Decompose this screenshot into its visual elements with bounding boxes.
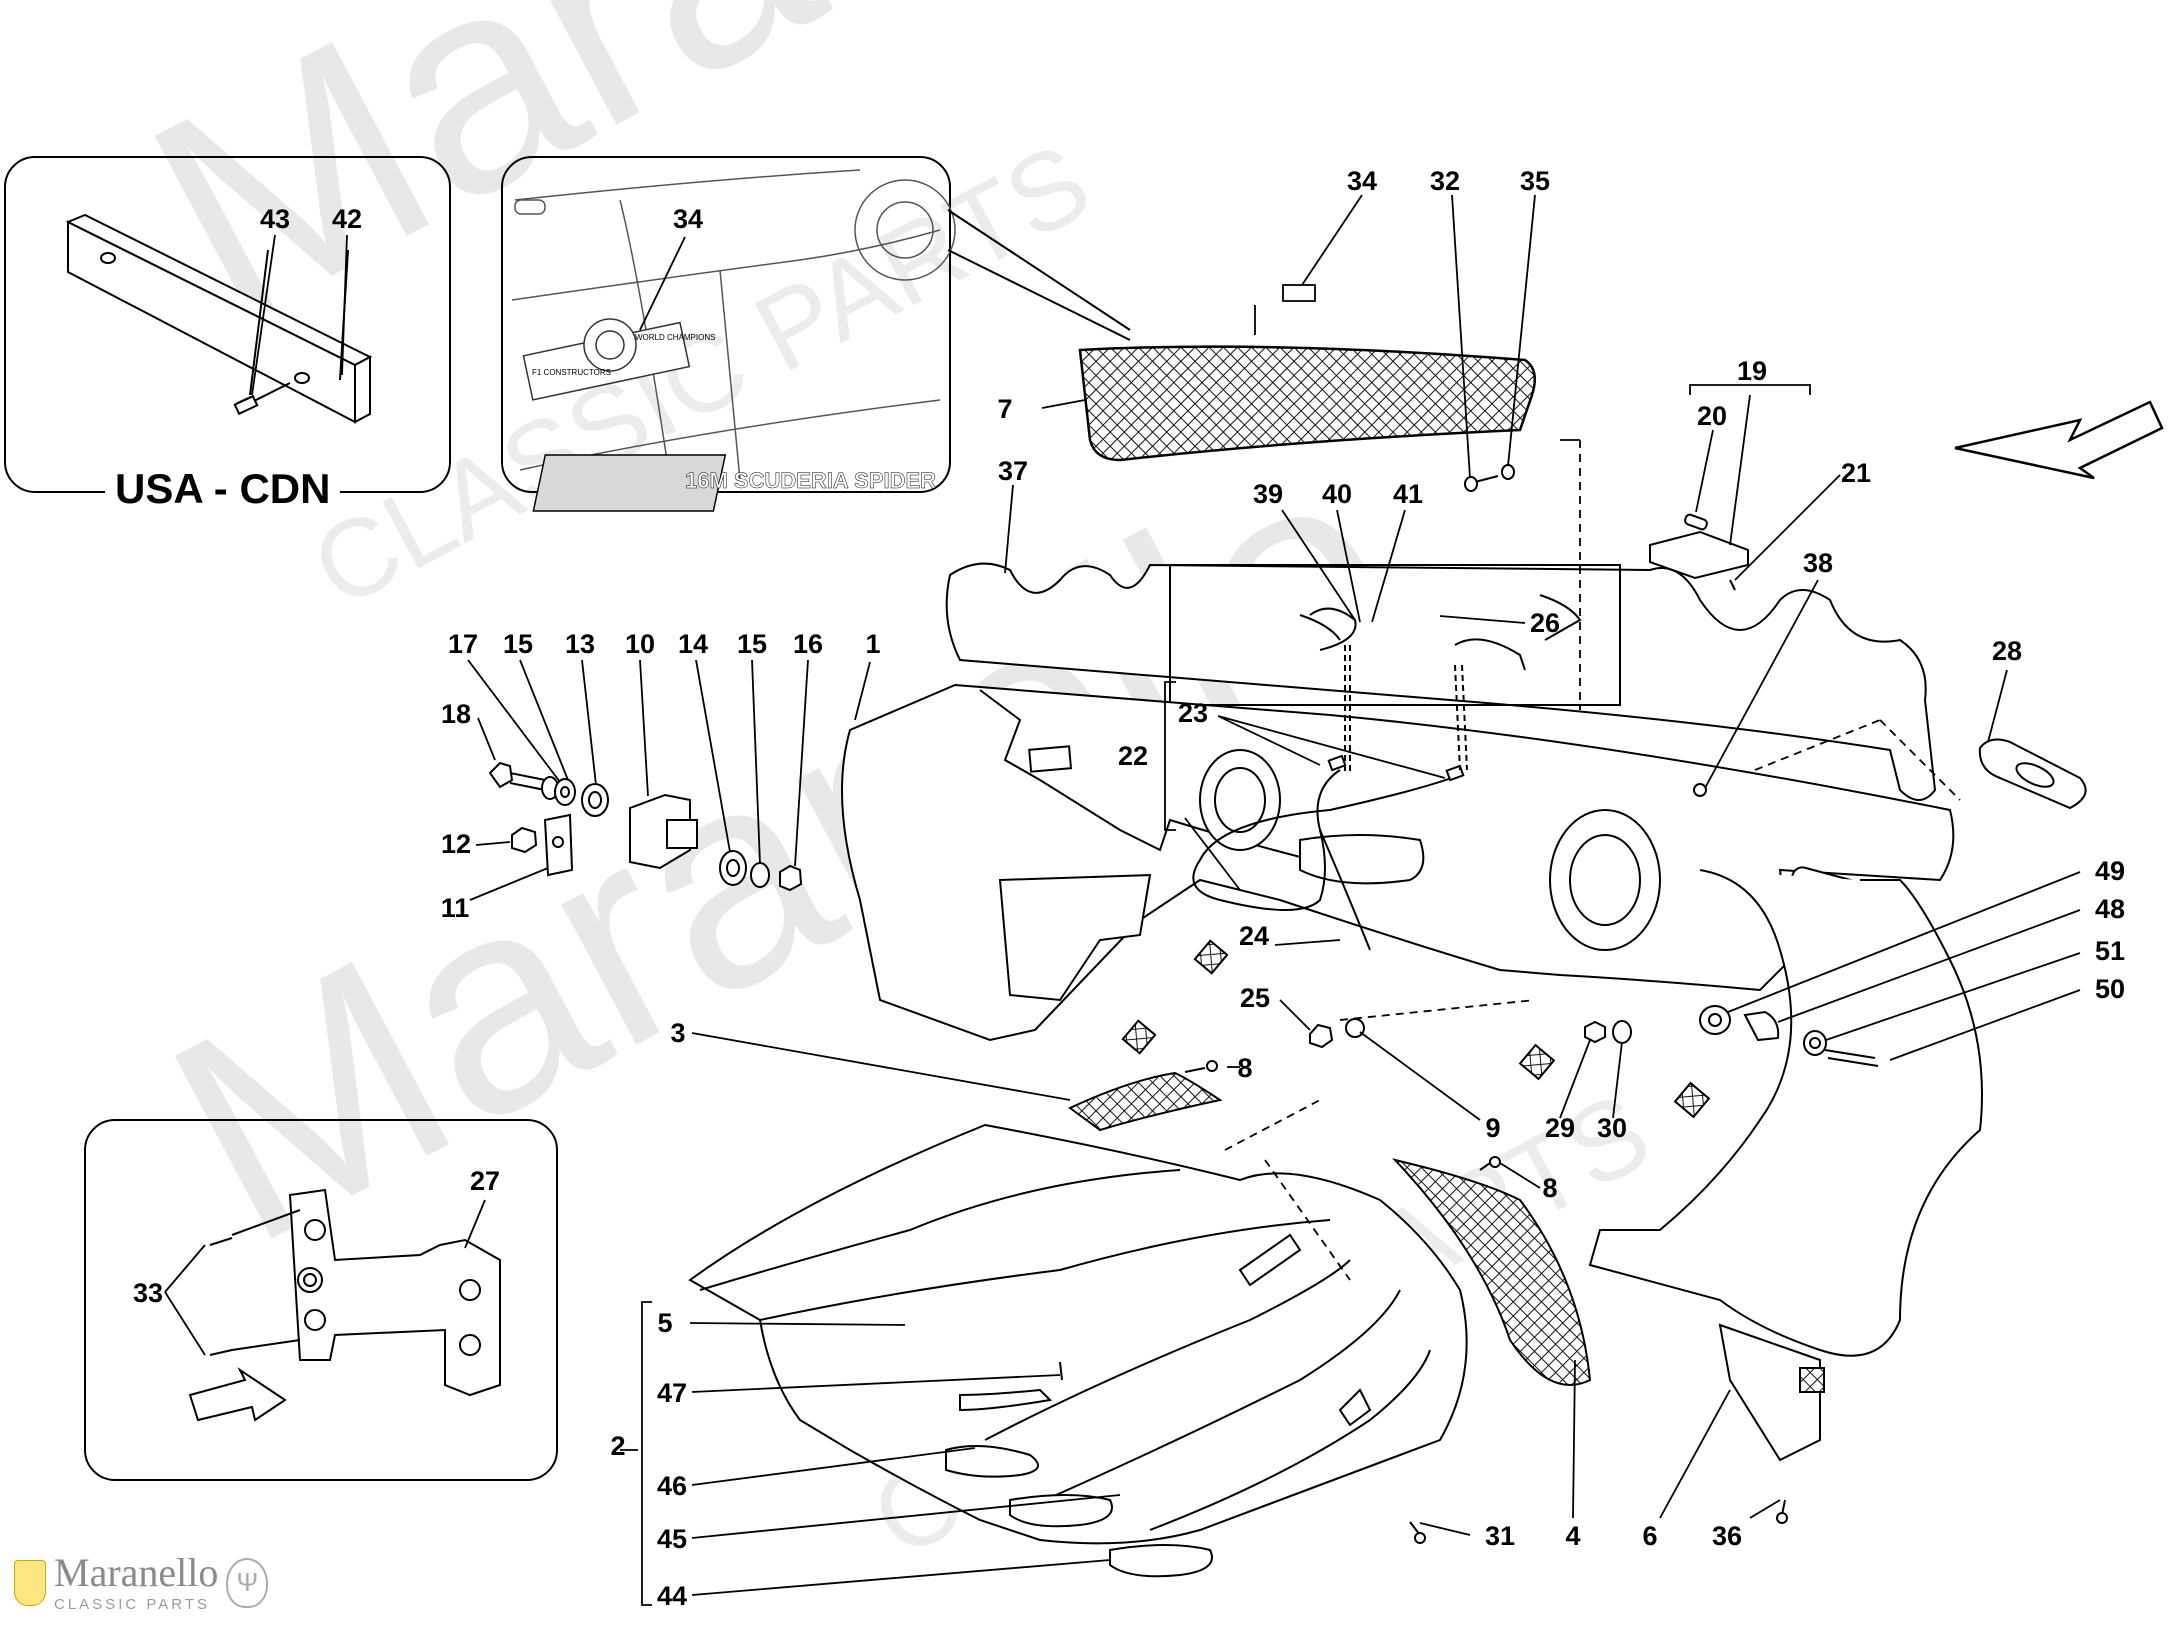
callout-27: 27: [470, 1166, 500, 1196]
callout-6: 6: [1642, 1521, 1657, 1551]
callout-24: 24: [1239, 921, 1269, 951]
callout-33: 33: [133, 1278, 163, 1308]
callout-51: 51: [2095, 936, 2125, 966]
callout-11: 11: [441, 893, 470, 923]
badge-small-left: F1 CONSTRUCTORS: [532, 368, 611, 377]
callout-41: 41: [1393, 479, 1423, 509]
callout-5: 5: [657, 1308, 672, 1338]
bumper-upper-beam: [945, 562, 1937, 801]
callout-47: 47: [657, 1378, 687, 1408]
direction-arrow: [1954, 400, 2164, 480]
callout-3: 3: [670, 1018, 685, 1048]
callout-34-top: 34: [1347, 166, 1377, 196]
callout-46: 46: [657, 1471, 687, 1501]
callout-16: 16: [793, 629, 823, 659]
brand-name: Maranello: [54, 1550, 219, 1595]
callout-labels: 34 32 35 43 42 34 19 20 7 21 37 39 40 41…: [133, 166, 2125, 1611]
callout-17: 17: [448, 629, 478, 659]
callout-34-badge: 34: [673, 204, 703, 234]
badge-text: 16M SCUDERIA SPIDER: [685, 468, 936, 493]
callout-8a: 8: [1237, 1053, 1252, 1083]
callout-12: 12: [441, 829, 471, 859]
callout-22: 22: [1118, 741, 1148, 771]
hardware-parts: [209, 394, 2087, 1544]
callout-31: 31: [1485, 1521, 1515, 1551]
usa-cdn-label: USA - CDN: [105, 465, 341, 513]
callout-20: 20: [1697, 401, 1727, 431]
callout-36: 36: [1712, 1521, 1742, 1551]
callout-32: 32: [1430, 166, 1460, 196]
brand-sub: CLASSIC PARTS: [54, 1596, 210, 1613]
inset-leader-lines: [947, 209, 1131, 341]
brand-logo: Maranello CLASSIC PARTS Ψ: [14, 1550, 269, 1613]
leader-lines: [164, 194, 2081, 1606]
callout-37: 37: [998, 456, 1028, 486]
bumper-main-body: [841, 683, 1955, 1042]
callout-29: 29: [1545, 1113, 1575, 1143]
callout-19: 19: [1737, 356, 1767, 386]
callout-21: 21: [1841, 458, 1871, 488]
grille-part-7: [1078, 345, 1537, 462]
callout-4: 4: [1565, 1521, 1580, 1551]
inset-usa-cdn: [4, 156, 451, 493]
callout-23: 23: [1178, 698, 1208, 728]
callout-49: 49: [2095, 856, 2125, 886]
badge-small-right: WORLD CHAMPIONS: [635, 333, 715, 342]
diffuser-assembly: [688, 1123, 1468, 1578]
callout-35: 35: [1520, 166, 1550, 196]
callout-13: 13: [565, 629, 595, 659]
ferrari-shield-icon: [14, 1559, 46, 1606]
callout-25: 25: [1240, 983, 1270, 1013]
callout-9: 9: [1485, 1113, 1500, 1143]
callout-7: 7: [997, 394, 1012, 424]
callout-15b: 15: [737, 629, 767, 659]
callout-14: 14: [678, 629, 708, 659]
callout-30: 30: [1597, 1113, 1627, 1143]
callout-43: 43: [260, 204, 290, 234]
callout-28: 28: [1992, 636, 2022, 666]
callout-8b: 8: [1542, 1173, 1557, 1203]
wiring-harness: [1192, 607, 1526, 951]
inset-badge: 16M SCUDERIA SPIDER F1 CONSTRUCTORS WORL…: [501, 156, 956, 512]
callout-18: 18: [441, 699, 471, 729]
callout-44: 44: [657, 1581, 687, 1611]
inset-bracket: [84, 1119, 558, 1481]
callout-26: 26: [1530, 608, 1560, 638]
callout-48: 48: [2095, 894, 2125, 924]
callout-10: 10: [625, 629, 655, 659]
callout-42: 42: [332, 204, 362, 234]
callout-38: 38: [1803, 548, 1833, 578]
callout-1: 1: [865, 629, 880, 659]
callout-40: 40: [1322, 479, 1352, 509]
callout-45: 45: [657, 1524, 687, 1554]
callout-2: 2: [610, 1431, 625, 1461]
callout-15a: 15: [503, 629, 533, 659]
callout-39: 39: [1253, 479, 1283, 509]
trident-icon: Ψ: [226, 1557, 269, 1608]
callout-50: 50: [2095, 974, 2125, 1004]
